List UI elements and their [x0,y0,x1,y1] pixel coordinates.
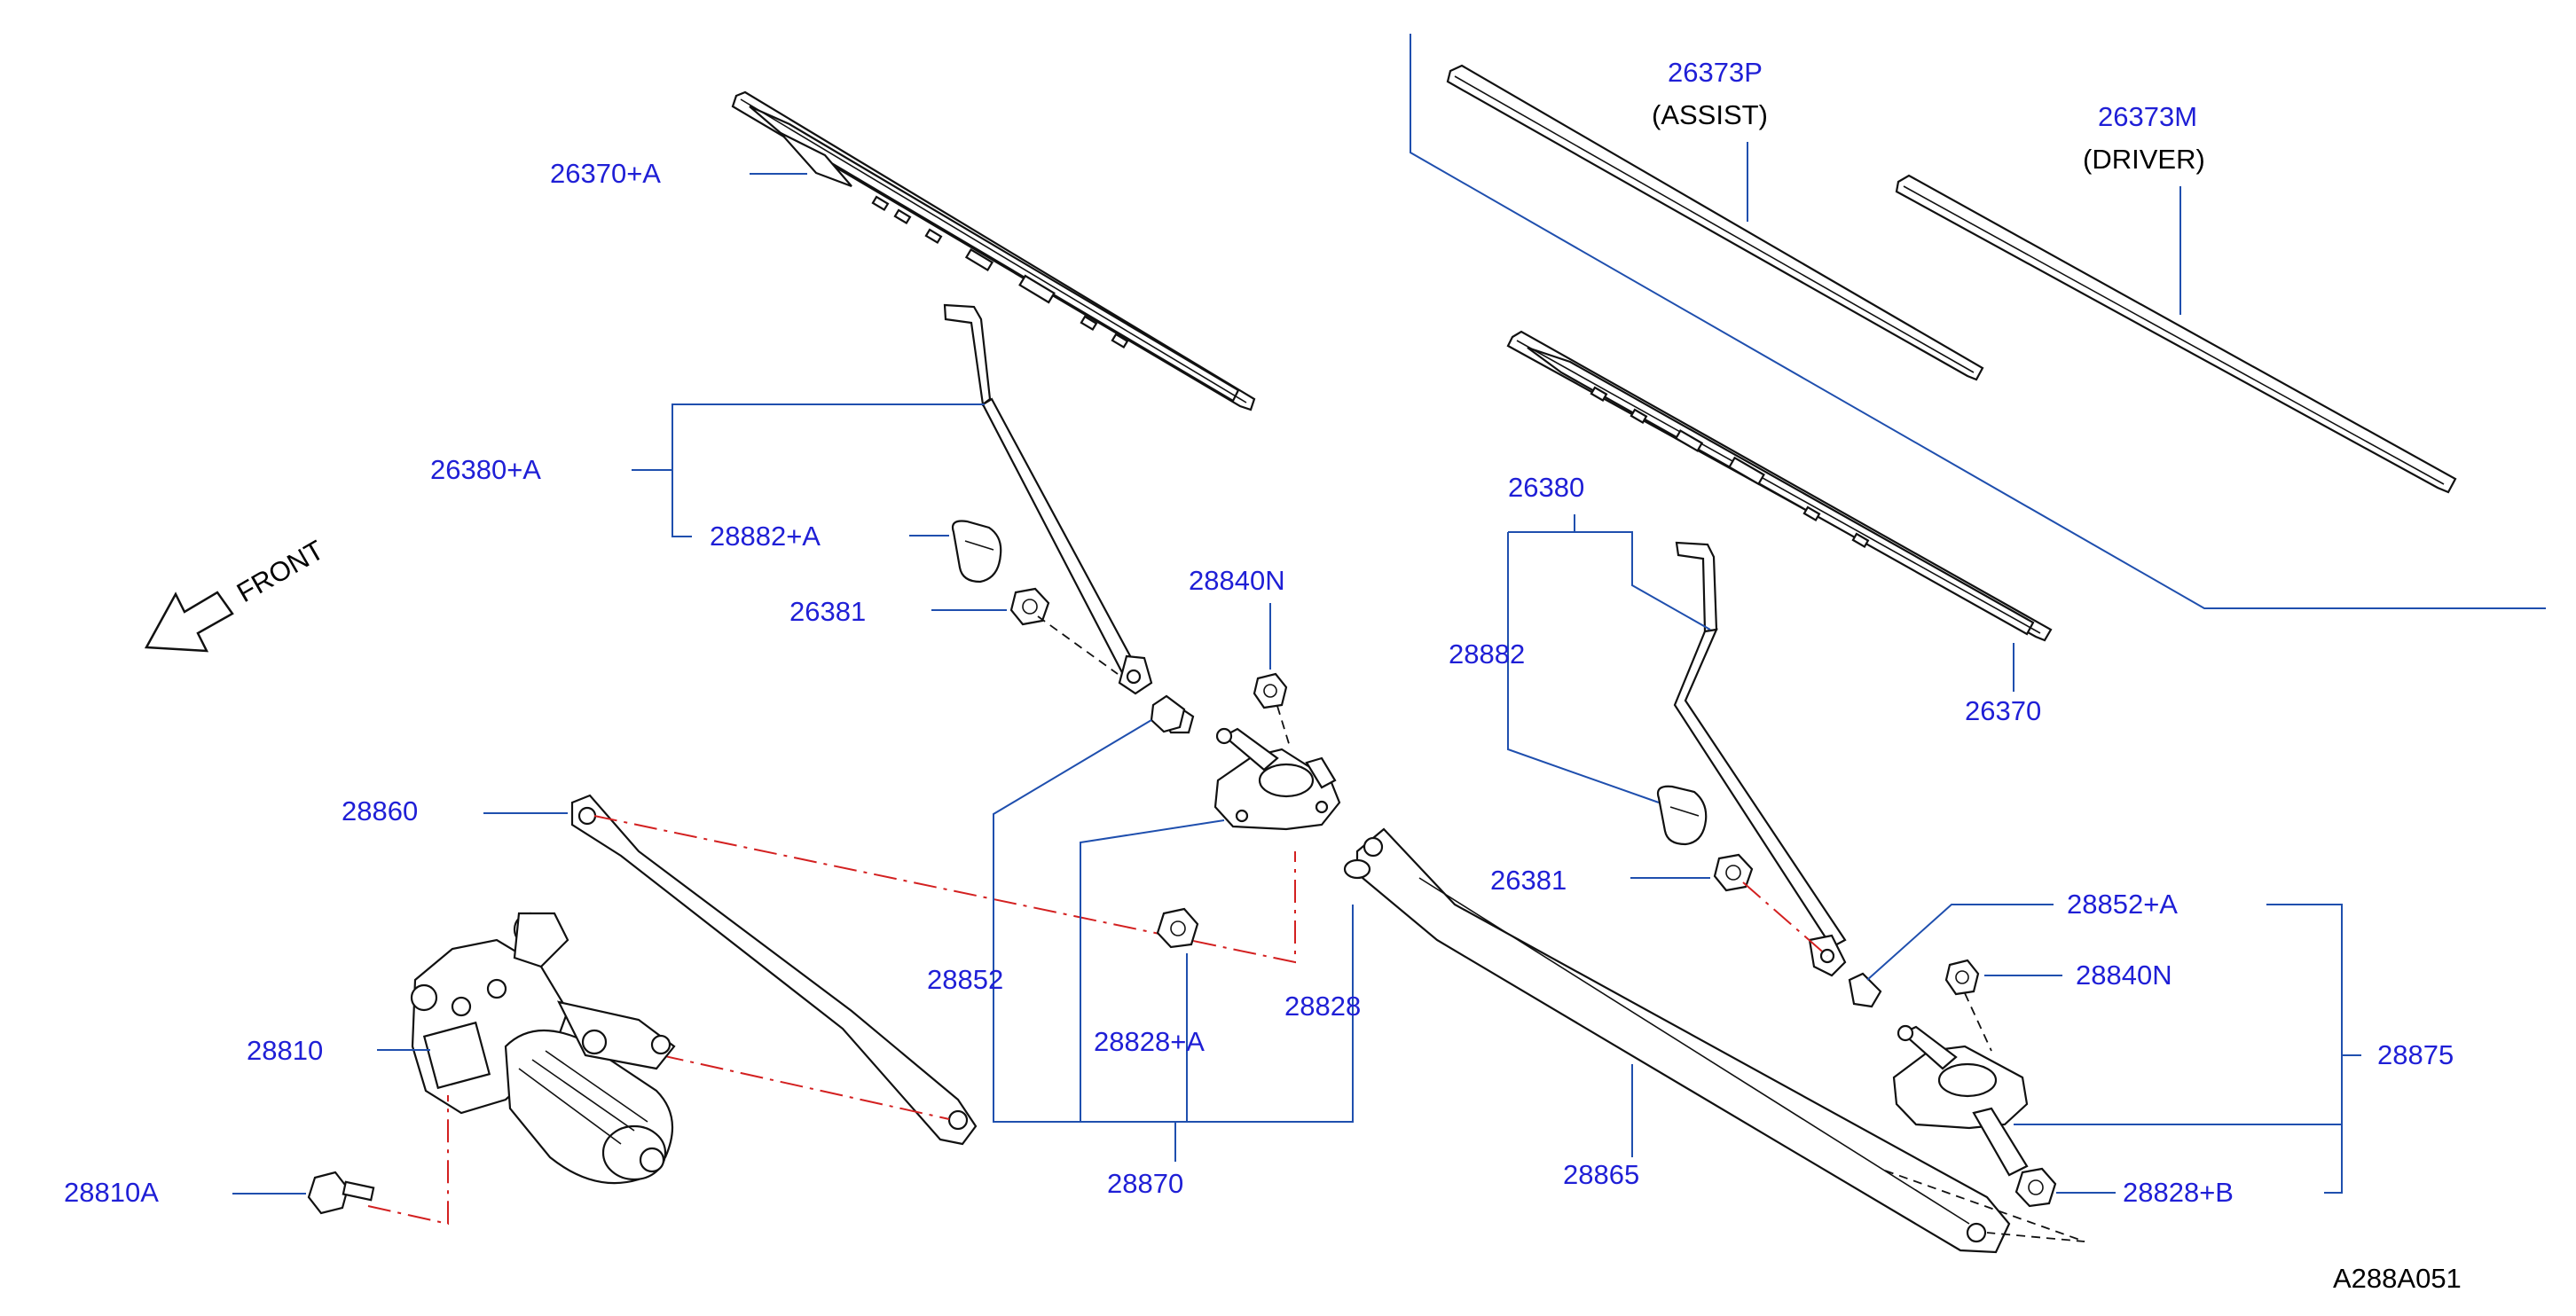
part-label-28828A: 28828+A [1094,1026,1205,1057]
part-label-28852: 28852 [927,964,1003,995]
pivot-nut-left [1253,672,1288,709]
label-26381-left: 26381 [789,596,1007,627]
label-28810: 28810 [247,1035,430,1066]
part-label-28840N-left: 28840N [1189,565,1285,596]
label-28852A: 28852+A [1866,889,2178,981]
part-label-28875: 28875 [2377,1039,2454,1070]
link-rod-28865 [1343,827,2011,1254]
wiper-arm-left [943,303,1153,695]
part-label-26381-left: 26381 [789,596,866,627]
pivot-right-centerline [1964,992,1992,1052]
part-label-26381-right: 26381 [1490,865,1567,896]
label-28860: 28860 [342,795,568,826]
diagram-code: A288A051 [2333,1263,2462,1294]
refill-group-outline [1410,34,2546,609]
wiper-blade-right [1506,330,2053,642]
part-label-28828: 28828 [1284,991,1361,1022]
bracket-28870 [993,719,1354,1162]
part-note-driver: (DRIVER) [2083,144,2205,175]
part-label-26373M: 26373M [2098,101,2197,132]
link-end-guides [1884,1170,2085,1242]
centerline-bolt-to-motor [367,1095,449,1226]
part-label-26380A: 26380+A [430,454,541,485]
label-28875: 28875 [2014,904,2454,1194]
part-label-28865: 28865 [1563,1159,1639,1190]
front-direction-indicator: FRONT [144,534,329,653]
label-28828B: 28828+B [2056,1177,2234,1208]
arm-nut-right [1713,853,1828,957]
arrow-left-icon [144,591,234,653]
front-label: FRONT [232,534,329,608]
label-26373P: 26373P (ASSIST) [1652,57,1768,222]
label-26380: 26380 [1507,472,1711,803]
centerline-link-to-pivot [593,815,1296,964]
label-28810A: 28810A [64,1177,306,1208]
part-label-26380: 26380 [1508,472,1584,503]
pivot-right [1848,972,2029,1177]
label-26370: 26370 [1965,643,2041,726]
pivot-nut-right [1944,959,1980,996]
part-label-28810: 28810 [247,1035,323,1066]
arm-cap-left [951,520,1002,584]
label-28840N-left: 28840N [1189,565,1285,670]
part-label-28882A: 28882+A [710,521,821,552]
part-label-28860: 28860 [342,795,418,826]
part-label-28870: 28870 [1107,1168,1183,1199]
label-26373M: 26373M (DRIVER) [2083,101,2205,315]
part-label-28810A: 28810A [64,1177,159,1208]
part-label-26373P: 26373P [1668,57,1763,88]
wiper-arm-right [1673,541,1847,977]
label-28840N-right: 28840N [1984,960,2172,991]
part-label-28852A: 28852+A [2067,889,2178,920]
label-26370A: 26370+A [550,158,807,189]
arm-cap-right [1656,785,1708,846]
motor-bolt [307,1171,375,1215]
link-nut-28828A [1156,907,1199,949]
label-26380A: 26380+A [430,403,985,537]
pivot-grommet-left [1150,694,1186,733]
part-label-26370: 26370 [1965,695,2041,726]
pivot-left [1156,699,1341,831]
label-26381-right: 26381 [1490,865,1710,896]
refill-driver [1895,174,2457,494]
part-label-28840N-right: 28840N [2076,960,2172,991]
link-nut-28828B [2014,1167,2057,1208]
refill-assist [1446,64,1984,381]
label-28865: 28865 [1563,1064,1639,1190]
part-label-28882: 28882 [1449,638,1525,670]
wiper-blade-left [731,90,1256,411]
centerline-motor-to-link [620,1046,950,1120]
part-label-28828B: 28828+B [2123,1177,2234,1208]
part-label-26370A: 26370+A [550,158,661,189]
part-note-assist: (ASSIST) [1652,99,1768,130]
pivot-left-centerline [1272,691,1292,750]
arm-nut-left [1009,587,1119,675]
label-28882A: 28882+A [710,521,949,552]
wiper-motor [410,912,676,1185]
